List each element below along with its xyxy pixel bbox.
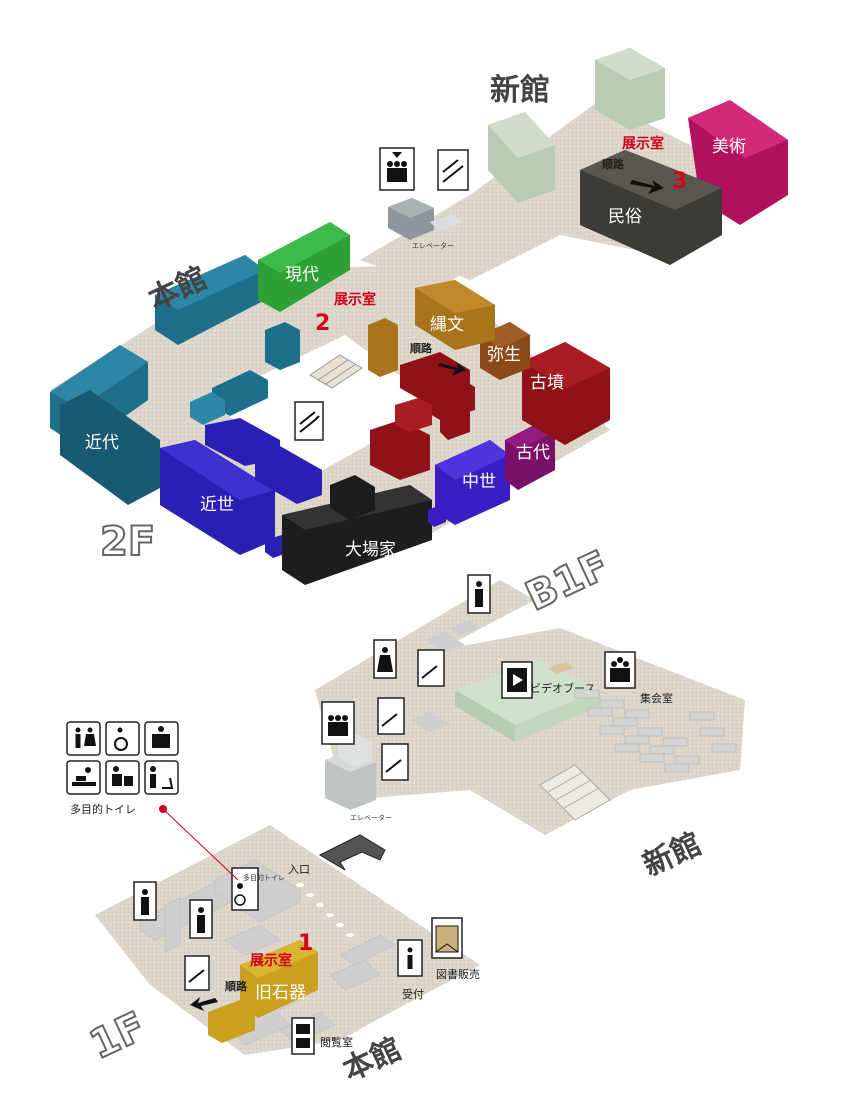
assembly-seats — [574, 689, 737, 773]
shinkan-wall-1 — [488, 112, 555, 203]
legend-pointer-line — [162, 808, 239, 881]
room2-label: 展示室 — [334, 291, 376, 308]
assembly-label: 集会室 — [640, 691, 673, 705]
escalator-icon-1f — [184, 955, 210, 991]
f1-floor-plate — [95, 825, 480, 1055]
shinkan-b1-heading: 新館 — [638, 826, 707, 883]
jomon-label: 縄文 — [430, 315, 464, 335]
escalator-icon-2f — [294, 401, 324, 441]
elevator-label-2f: エレベーター — [412, 241, 454, 250]
kyusekki-block — [208, 940, 318, 1043]
shinkan-heading: 新館 — [490, 73, 550, 108]
kinsei-label: 近世 — [200, 495, 234, 515]
escalator-icon-b1-2 — [377, 697, 405, 735]
ostomate-icon — [144, 721, 179, 756]
multipurpose-toilet-sign-icon — [231, 867, 259, 911]
room3-number: 3 — [672, 169, 687, 194]
room1-number: 1 — [298, 931, 313, 956]
room2-number: 2 — [315, 311, 330, 336]
floor-b1: ビデオブース 集会室 — [315, 541, 745, 884]
elevator-shaft — [388, 198, 462, 240]
shinkan-wall-2 — [595, 48, 665, 130]
escalator-icon-2f-top — [437, 149, 469, 191]
elevator-icon — [379, 147, 415, 191]
restroom-icon-b1-2 — [373, 639, 397, 679]
b1-wall-blocks — [410, 620, 480, 732]
multipurpose-toilet-label: 多目的トイレ — [70, 802, 136, 816]
escalator-icon-b1-1 — [417, 649, 445, 687]
gendai-label: 現代 — [285, 265, 319, 285]
floor-1f-label: 1F — [83, 1004, 152, 1069]
bookshop-label: 図書販売 — [436, 967, 480, 981]
stairs-b1 — [539, 764, 611, 821]
escalator-icon-b1-3 — [381, 743, 409, 781]
kyusekki-label: 旧石器 — [255, 983, 306, 1003]
entrance-direction-arrow-icon — [318, 834, 386, 871]
multipurpose-sign-text: 多目的トイレ — [243, 873, 285, 882]
info-icon — [397, 939, 423, 977]
route-arrow-icon — [630, 180, 664, 194]
facilities-legend: 多目的トイレ — [66, 721, 239, 881]
reception-label: 受付 — [402, 988, 424, 1001]
minzoku-label: 民俗 — [608, 207, 642, 227]
gendai-block — [258, 222, 350, 312]
room1-label: 展示室 — [250, 952, 292, 969]
restroom-icon-b1-1 — [467, 574, 491, 614]
restroom-icon-1f-1 — [133, 881, 157, 921]
kofun-block — [370, 342, 610, 480]
reading-room-label: 閲覧室 — [320, 1035, 353, 1049]
minzoku-block — [580, 150, 722, 265]
floor-b1f-label: B1F — [519, 542, 616, 620]
baby-changing-icon — [66, 760, 101, 795]
floor2-honkan: 近代 現代 近世 大場家 — [50, 222, 610, 585]
floor-2f-label: 2F — [100, 519, 155, 565]
chusei-block — [428, 440, 510, 527]
reading-room-icon — [291, 1017, 315, 1055]
oobake-block — [282, 475, 432, 585]
yayoi-label: 弥生 — [487, 345, 521, 365]
child-toilet-icon — [144, 760, 179, 795]
baby-seat-icon — [105, 760, 140, 795]
footprints — [296, 883, 354, 937]
kodai-label: 古代 — [516, 443, 550, 463]
male-female-restroom-icon — [66, 721, 101, 756]
stairs-2f — [309, 354, 363, 389]
route-arrow-2-icon — [438, 362, 466, 376]
kindai-block — [50, 255, 265, 505]
video-icon — [501, 661, 533, 699]
bijutsu-label: 美術 — [712, 137, 746, 157]
room1-route: 順路 — [225, 979, 248, 993]
elevator-label-b1: エレベーター — [350, 813, 392, 822]
restroom-icon-1f-2 — [189, 899, 213, 939]
room3-route: 順路 — [602, 157, 625, 171]
chusei-label: 中世 — [462, 472, 496, 492]
entrance-label: 入口 — [288, 863, 310, 876]
kofun-label: 古墳 — [530, 373, 564, 393]
room3-label: 展示室 — [622, 135, 664, 152]
wheelchair-icon — [105, 721, 140, 756]
route-arrow-1-icon — [190, 997, 218, 1011]
room2-route: 順路 — [410, 341, 433, 355]
oobake-label: 大場家 — [345, 540, 396, 560]
assembly-icon — [604, 651, 636, 689]
jomon-block — [368, 280, 495, 377]
kindai-inner-1 — [190, 322, 300, 425]
floor2-shinkan: 美術 民俗 展示室 3 順路 新館 エレベーター — [360, 48, 788, 290]
bookshop-icon — [431, 917, 463, 959]
kindai-label: 近代 — [85, 433, 119, 453]
elevator-icon-b1 — [321, 701, 355, 745]
